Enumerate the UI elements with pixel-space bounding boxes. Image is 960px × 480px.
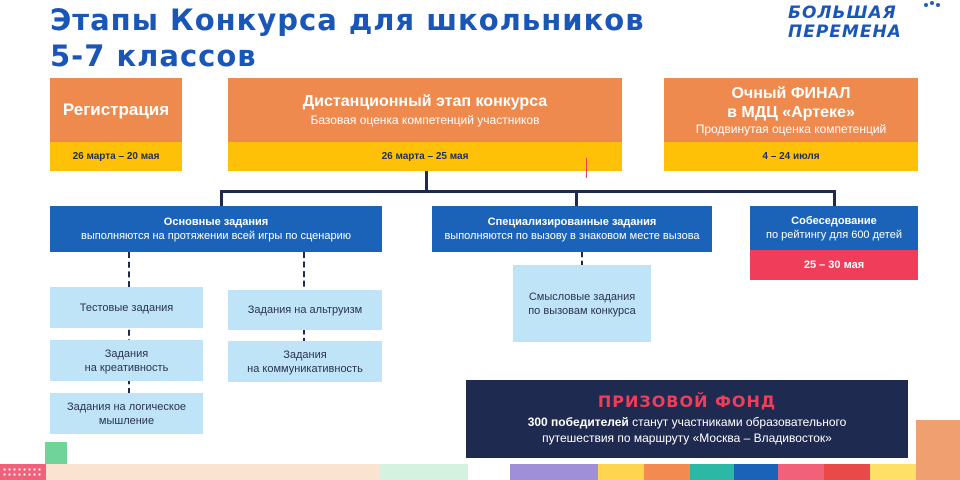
semantic-tasks-line-1: Смысловые задания [528, 290, 636, 303]
prize-text-line-1: станут участниками образовательного [628, 415, 847, 429]
decor-block [734, 464, 778, 480]
logo-dots-icon [924, 1, 940, 7]
decor-block [46, 464, 380, 480]
task-item-label: Задания на альтруизм [247, 304, 363, 316]
title-line-1: Этапы Конкурса для школьников [50, 3, 645, 37]
prize-text-line-2: путешествия по маршруту «Москва – Владив… [542, 431, 832, 445]
decor-block [778, 464, 824, 480]
prize-fund-text: 300 победителей станут участниками образ… [528, 414, 847, 446]
decor-dots [2, 467, 42, 477]
prize-fund-box: ПРИЗОВОЙ ФОНД 300 победителей станут уча… [466, 380, 908, 458]
distance-stage-subtitle: Базовая оценка компетенций участников [310, 113, 540, 127]
page-title: Этапы Конкурса для школьников 5-7 классо… [50, 2, 670, 74]
main-tasks-box: Основные задания выполняются на протяжен… [50, 206, 382, 252]
final-stage-subtitle: Продвинутая оценка компетенций [695, 121, 887, 136]
task-item-altruism: Задания на альтруизм [228, 290, 382, 330]
brand-logo: БОЛЬШАЯ ПЕРЕМЕНА [788, 4, 938, 42]
special-tasks-subtitle: выполняются по вызову в знаковом месте в… [444, 230, 700, 242]
registration-box: Регистрация [50, 78, 182, 142]
prize-winners-count: 300 победителей [527, 415, 629, 429]
decor-block [598, 464, 644, 480]
decor-block [824, 464, 870, 480]
title-line-2: 5-7 классов [50, 39, 257, 73]
task-item-label: Тестовые задания [79, 301, 174, 314]
registration-dates: 26 марта – 20 мая [50, 142, 182, 171]
registration-title: Регистрация [62, 100, 170, 119]
decor-block [644, 464, 690, 480]
final-title-line-1: Очный ФИНАЛ [731, 84, 851, 102]
semantic-tasks-line-2: по вызовам конкурса [528, 304, 636, 317]
interview-subtitle: по рейтингу для 600 детей [766, 229, 902, 241]
logo-line-2: ПЕРЕМЕНА [788, 22, 902, 42]
connector-line [220, 190, 223, 207]
interview-title: Собеседование [791, 215, 877, 227]
decor-block [45, 442, 67, 464]
main-tasks-subtitle: выполняются на протяжении всей игры по с… [81, 230, 351, 242]
connector-line [425, 171, 428, 192]
connector-line [575, 190, 578, 207]
final-stage-box: Очный ФИНАЛ в МДЦ «Артеке» Продвинутая о… [664, 78, 918, 142]
decor-block [380, 464, 468, 480]
decor-block [870, 464, 916, 480]
interview-box: Собеседование по рейтингу для 600 детей [750, 206, 918, 250]
interview-dates: 25 – 30 мая [750, 250, 918, 280]
decor-block [690, 464, 734, 480]
connector-line [833, 190, 836, 207]
decor-block [510, 464, 598, 480]
task-item-tests: Тестовые задания [50, 287, 203, 328]
special-tasks-title: Специализированные задания [487, 216, 657, 228]
accent-mark [586, 158, 587, 178]
logo-line-1: БОЛЬШАЯ [788, 3, 897, 23]
distance-stage-title: Дистанционный этап конкурса [302, 93, 548, 110]
special-tasks-box: Специализированные задания выполняются п… [432, 206, 712, 252]
main-tasks-title: Основные задания [163, 216, 269, 228]
distance-stage-dates: 26 марта – 25 мая [228, 142, 622, 171]
decor-block [916, 420, 960, 480]
final-title-line-2: в МДЦ «Артеке» [727, 103, 855, 121]
semantic-tasks-box: Смысловые задания по вызовам конкурса [513, 265, 651, 342]
distance-stage-box: Дистанционный этап конкурса Базовая оцен… [228, 78, 622, 142]
final-stage-dates: 4 – 24 июля [664, 142, 918, 171]
prize-fund-title: ПРИЗОВОЙ ФОНД [597, 392, 777, 411]
connector-line [220, 190, 835, 193]
dashed-connector [581, 252, 583, 266]
